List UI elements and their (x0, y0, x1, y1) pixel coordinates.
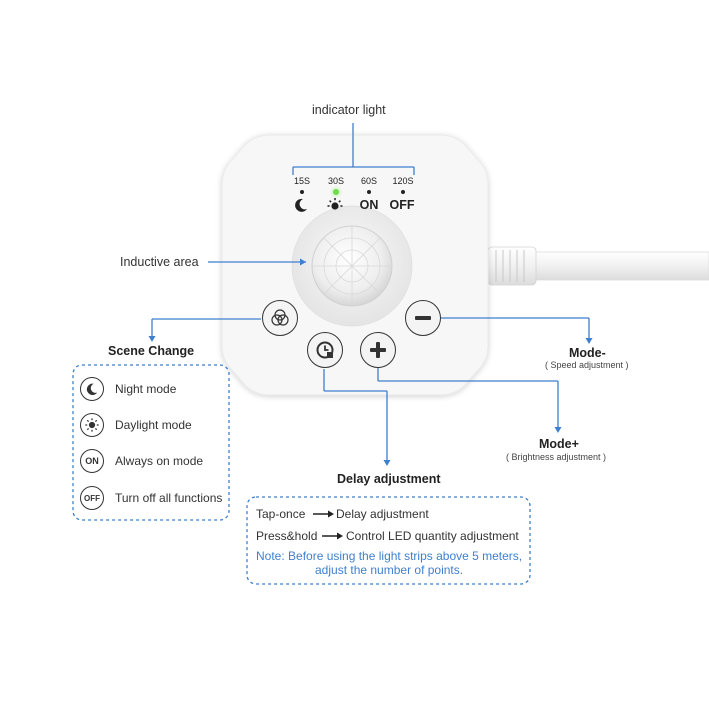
indicator-on-label: ON (359, 198, 379, 212)
mode-plus-connector (377, 366, 559, 429)
turn-off-functions-label: Turn off all functions (115, 491, 223, 505)
mode-minus-button[interactable] (405, 300, 441, 336)
indicator-120s-label: 120S (392, 176, 414, 186)
mode-plus-sublabel: ( Brightness adjustment ) (506, 452, 607, 462)
note-line-1: Note: Before using the light strips abov… (256, 549, 523, 563)
delay-info-box (246, 496, 531, 585)
tap-once-result: Delay adjustment (336, 507, 429, 521)
list-item-daylight-mode: Daylight mode (80, 413, 192, 437)
indicator-60s-label: 60S (360, 176, 377, 186)
delay-button[interactable] (307, 332, 343, 368)
power-cable (469, 246, 709, 286)
off-badge-icon: OFF (80, 486, 104, 510)
indicator-led-120s (401, 190, 405, 194)
indicator-15s-label: 15S (293, 176, 310, 186)
moon-icon (80, 377, 104, 401)
mode-minus-label: Mode- (569, 346, 606, 360)
indicator-bracket (292, 123, 415, 175)
list-item-always-on-mode: ON Always on mode (80, 449, 203, 473)
list-item-turn-off-functions: OFF Turn off all functions (80, 486, 222, 510)
indicator-light-label: indicator light (312, 103, 386, 117)
on-badge-icon: ON (80, 449, 104, 473)
press-hold-result: Control LED quantity adjustment (346, 529, 519, 543)
moon-icon (295, 198, 307, 212)
mode-minus-sublabel: ( Speed adjustment ) (545, 360, 629, 370)
minus-icon (415, 316, 431, 320)
indicator-led-60s (367, 190, 371, 194)
tap-arrow-icon (313, 510, 334, 518)
clock-icon (316, 341, 334, 359)
delay-connector (323, 369, 388, 462)
press-hold-action: Press&hold (256, 529, 318, 543)
indicator-led-15s (300, 190, 304, 194)
three-circles-icon (271, 309, 289, 326)
note-line-2: adjust the number of points. (315, 563, 464, 577)
scene-change-label: Scene Change (108, 344, 195, 358)
scene-modes-box (72, 364, 230, 521)
inductive-area-label: Inductive area (120, 255, 199, 269)
indicator-led-30s-active (333, 189, 339, 195)
scene-change-button[interactable] (262, 300, 298, 336)
sun-icon (80, 413, 104, 437)
mode-plus-label: Mode+ (539, 437, 579, 451)
mode-plus-button[interactable] (360, 332, 396, 368)
sun-icon (327, 198, 343, 210)
indicator-30s-label: 30S (327, 176, 344, 186)
plus-icon (370, 342, 386, 358)
list-item-night-mode: Night mode (80, 377, 176, 401)
indicator-off-label: OFF (389, 198, 415, 212)
scene-change-connector (151, 318, 261, 338)
tap-once-action: Tap-once (256, 507, 306, 521)
mode-minus-connector (437, 317, 590, 340)
daylight-mode-label: Daylight mode (115, 418, 192, 432)
night-mode-label: Night mode (115, 382, 177, 396)
always-on-mode-label: Always on mode (115, 454, 204, 468)
hold-arrow-icon (322, 532, 343, 540)
delay-adjustment-label: Delay adjustment (337, 472, 441, 486)
